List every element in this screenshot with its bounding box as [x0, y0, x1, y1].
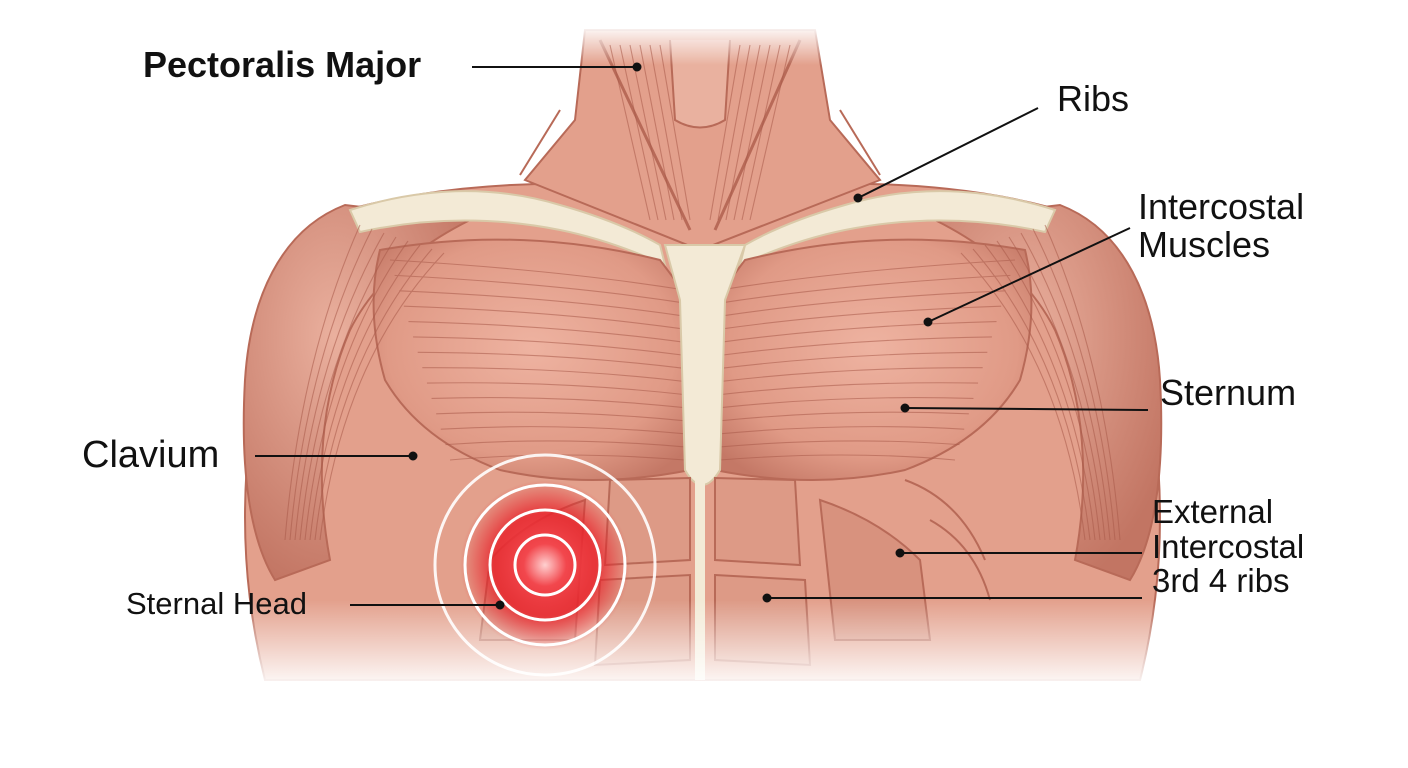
label-external-intercostal-line2: Intercostal: [1152, 527, 1305, 565]
pain-marker-icon: [433, 453, 657, 677]
label-sternal-head: Sternal Head: [126, 586, 307, 621]
label-intercostal-muscles-line2: Muscles: [1138, 223, 1271, 265]
left-pectoral: [372, 238, 692, 481]
neck-muscles: [519, 25, 882, 252]
label-pectoralis-major: Pectoralis Major: [143, 44, 422, 85]
label-external-intercostal-line3: 3rd 4 ribs: [1152, 562, 1290, 600]
label-clavium: Clavium: [82, 434, 220, 476]
label-intercostal-muscles-line1: Intercostal: [1138, 186, 1305, 227]
clavicles: [348, 190, 1057, 267]
label-external-intercostal-line1: External: [1152, 493, 1274, 530]
label-ribs: Ribs: [1057, 78, 1130, 119]
right-pectoral: [713, 238, 1033, 481]
leader-lines: [255, 62, 1149, 610]
label-intercostal-muscles: Intercostal Muscles: [1138, 188, 1304, 264]
label-external-intercostal: External Intercostal 3rd 4 ribs: [1152, 493, 1305, 600]
label-sternum: Sternum: [1160, 372, 1297, 413]
muscle-fibers: [284, 44, 1121, 541]
